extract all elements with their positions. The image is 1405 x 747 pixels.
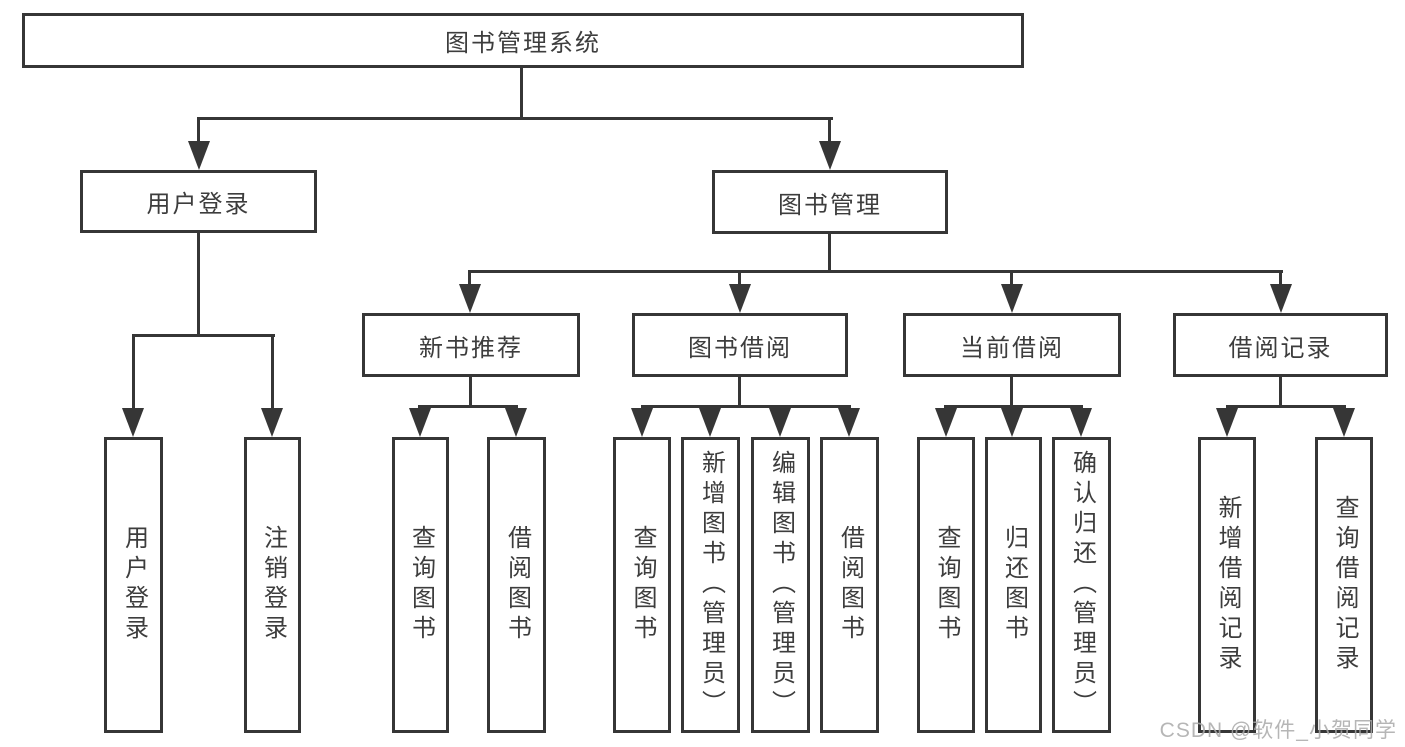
connector-new-book-split	[418, 405, 518, 408]
arrowhead-icon	[838, 408, 860, 437]
arrowhead-icon	[459, 284, 481, 313]
leaf-logout: 注销登录	[244, 437, 301, 733]
connector-to-new-book	[468, 270, 471, 286]
leaf-query-books-1: 查询图书	[392, 437, 449, 733]
leaf-user-login-label: 用户登录	[120, 525, 148, 645]
connector-to-user-login	[197, 117, 200, 143]
arrowhead-icon	[122, 408, 144, 437]
connector-user-login-stem	[197, 233, 200, 336]
arrowhead-icon	[1001, 408, 1023, 437]
arrowhead-icon	[409, 408, 431, 437]
node-user-login: 用户登录	[80, 170, 317, 233]
csdn-watermark: CSDN @软件_小贺同学	[1159, 719, 1397, 742]
arrowhead-icon	[188, 141, 210, 170]
arrowhead-icon	[935, 408, 957, 437]
arrowhead-icon	[505, 408, 527, 437]
leaf-return-book-label: 归还图书	[1000, 525, 1028, 645]
node-book-management: 图书管理	[712, 170, 948, 234]
connector-to-borrow-records	[1279, 270, 1282, 286]
arrowhead-icon	[699, 408, 721, 437]
node-book-borrow: 图书借阅	[632, 313, 848, 377]
connector-borrow-records-stem	[1279, 377, 1282, 408]
arrowhead-icon	[729, 284, 751, 313]
leaf-user-login: 用户登录	[104, 437, 163, 733]
connector-to-leaf-logout	[271, 334, 274, 410]
connector-current-borrow-split	[944, 405, 1083, 408]
connector-new-book-stem	[469, 377, 472, 408]
node-root-label: 图书管理系统	[445, 30, 601, 57]
connector-to-book-borrow	[738, 270, 741, 286]
connector-to-book-management	[828, 117, 831, 143]
arrowhead-icon	[769, 408, 791, 437]
node-root: 图书管理系统	[22, 13, 1024, 68]
node-borrow-records: 借阅记录	[1173, 313, 1388, 377]
arrowhead-icon	[1070, 408, 1092, 437]
leaf-borrow-books-1-label: 借阅图书	[503, 525, 531, 645]
leaf-query-books-2-label: 查询图书	[629, 525, 656, 645]
leaf-query-books-3-label: 查询图书	[933, 525, 960, 645]
leaf-add-book-admin: 新增图书（管理员）	[681, 437, 740, 733]
arrowhead-icon	[1270, 284, 1292, 313]
leaf-query-borrow-record: 查询借阅记录	[1315, 437, 1373, 733]
leaf-edit-book-admin: 编辑图书（管理员）	[751, 437, 810, 733]
node-new-book-recommend-label: 新书推荐	[419, 334, 523, 362]
node-borrow-records-label: 借阅记录	[1228, 334, 1333, 362]
node-book-borrow-label: 图书借阅	[688, 334, 792, 362]
node-new-book-recommend: 新书推荐	[362, 313, 580, 377]
connector-root-split	[197, 117, 833, 120]
leaf-confirm-return-admin-label: 确认归还（管理员）	[1068, 450, 1096, 720]
node-current-borrow-label: 当前借阅	[960, 334, 1064, 362]
leaf-add-borrow-record: 新增借阅记录	[1198, 437, 1256, 733]
connector-to-current-borrow	[1010, 270, 1013, 286]
leaf-query-books-3: 查询图书	[917, 437, 975, 733]
leaf-return-book: 归还图书	[985, 437, 1042, 733]
leaf-borrow-books-2: 借阅图书	[820, 437, 879, 733]
leaf-query-books-1-label: 查询图书	[407, 525, 435, 645]
connector-book-management-split	[469, 270, 1283, 273]
arrowhead-icon	[1216, 408, 1238, 437]
leaf-edit-book-admin-label: 编辑图书（管理员）	[767, 450, 795, 720]
leaf-borrow-books-2-label: 借阅图书	[836, 525, 864, 645]
arrowhead-icon	[819, 141, 841, 170]
leaf-logout-label: 注销登录	[259, 525, 287, 645]
connector-book-management-stem	[828, 234, 831, 273]
leaf-query-books-2: 查询图书	[613, 437, 671, 733]
arrowhead-icon	[631, 408, 653, 437]
connector-book-borrow-split	[641, 405, 851, 408]
arrowhead-icon	[1333, 408, 1355, 437]
connector-borrow-records-split	[1226, 405, 1346, 408]
arrowhead-icon	[1001, 284, 1023, 313]
leaf-query-borrow-record-label: 查询借阅记录	[1331, 495, 1358, 675]
node-book-management-label: 图书管理	[778, 191, 882, 219]
leaf-add-borrow-record-label: 新增借阅记录	[1214, 495, 1241, 675]
connector-to-leaf-user-login	[132, 334, 135, 410]
arrowhead-icon	[261, 408, 283, 437]
node-current-borrow: 当前借阅	[903, 313, 1121, 377]
leaf-add-book-admin-label: 新增图书（管理员）	[697, 450, 725, 720]
leaf-confirm-return-admin: 确认归还（管理员）	[1052, 437, 1111, 733]
connector-current-borrow-stem	[1010, 377, 1013, 408]
leaf-borrow-books-1: 借阅图书	[487, 437, 546, 733]
connector-book-borrow-stem	[738, 377, 741, 408]
node-user-login-label: 用户登录	[146, 191, 251, 218]
connector-user-login-split	[132, 334, 275, 337]
connector-root-stem	[520, 68, 523, 119]
